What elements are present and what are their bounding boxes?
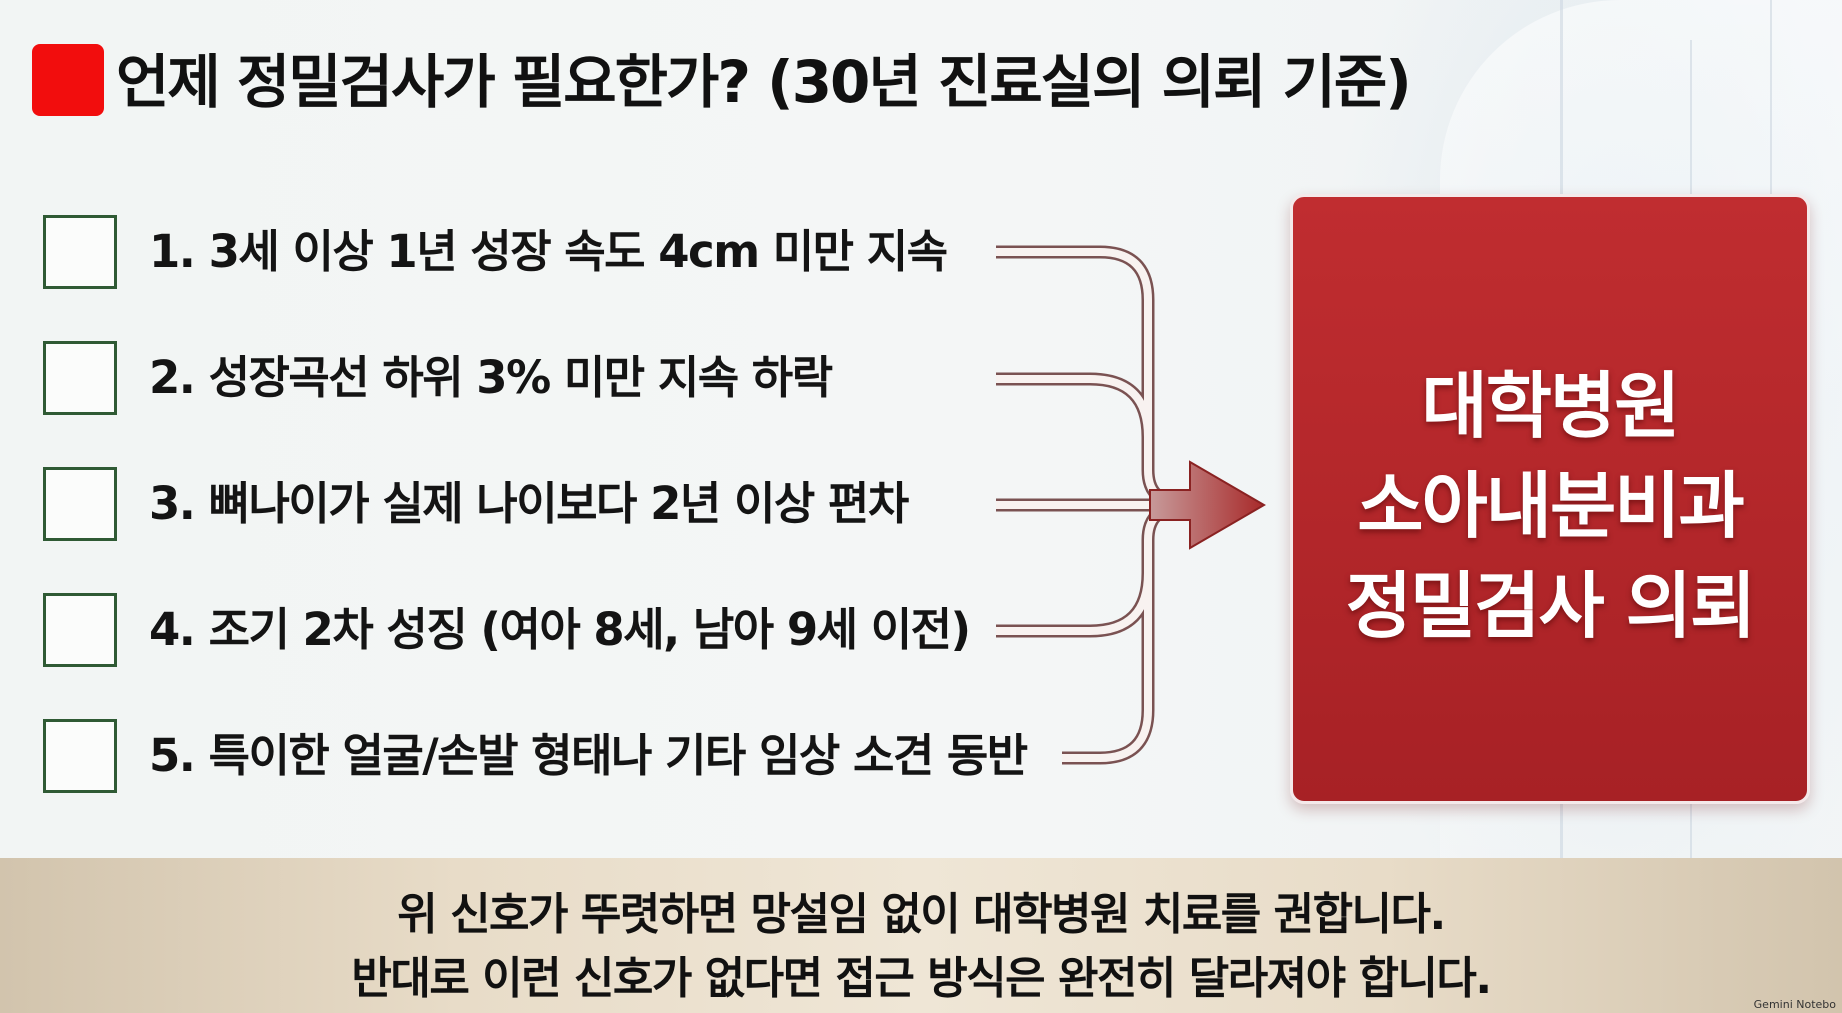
result-line-3: 정밀검사 의뢰 [1345, 564, 1757, 648]
checkbox[interactable] [43, 215, 117, 289]
page-title: 언제 정밀검사가 필요한가? (30년 진료실의 의뢰 기준) [116, 48, 1412, 116]
checkbox[interactable] [43, 467, 117, 541]
watermark: Gemini Notebo [1753, 998, 1836, 1011]
checklist-item-label: 1. 3세 이상 1년 성장 속도 4cm 미만 지속 [149, 225, 948, 278]
arrow-right-icon [1149, 460, 1266, 550]
checkbox[interactable] [43, 341, 117, 415]
checklist-item-label: 3. 뼈나이가 실제 나이보다 2년 이상 편차 [149, 477, 909, 530]
result-referral-box: 대학병원 소아내분비과 정밀검사 의뢰 [1290, 194, 1810, 804]
banner-line-2: 반대로 이런 신호가 없다면 접근 방식은 완전히 달라져야 합니다. [351, 953, 1492, 1004]
bottom-caption-banner: 위 신호가 뚜렷하면 망설임 없이 대학병원 치료를 권합니다. 반대로 이런 … [0, 858, 1842, 1013]
banner-line-1: 위 신호가 뚜렷하면 망설임 없이 대학병원 치료를 권합니다. [397, 889, 1446, 940]
checkbox[interactable] [43, 593, 117, 667]
checklist-item-label: 4. 조기 2차 성징 (여아 8세, 남아 9세 이전) [149, 603, 971, 656]
title-marker-icon [32, 44, 104, 116]
checkbox[interactable] [43, 719, 117, 793]
checklist-item-label: 5. 특이한 얼굴/손발 형태나 기타 임상 소견 동반 [149, 729, 1028, 782]
result-line-1: 대학병원 [1421, 364, 1681, 448]
result-line-2: 소아내분비과 [1357, 464, 1744, 548]
checklist-item-label: 2. 성장곡선 하위 3% 미만 지속 하락 [149, 351, 833, 404]
